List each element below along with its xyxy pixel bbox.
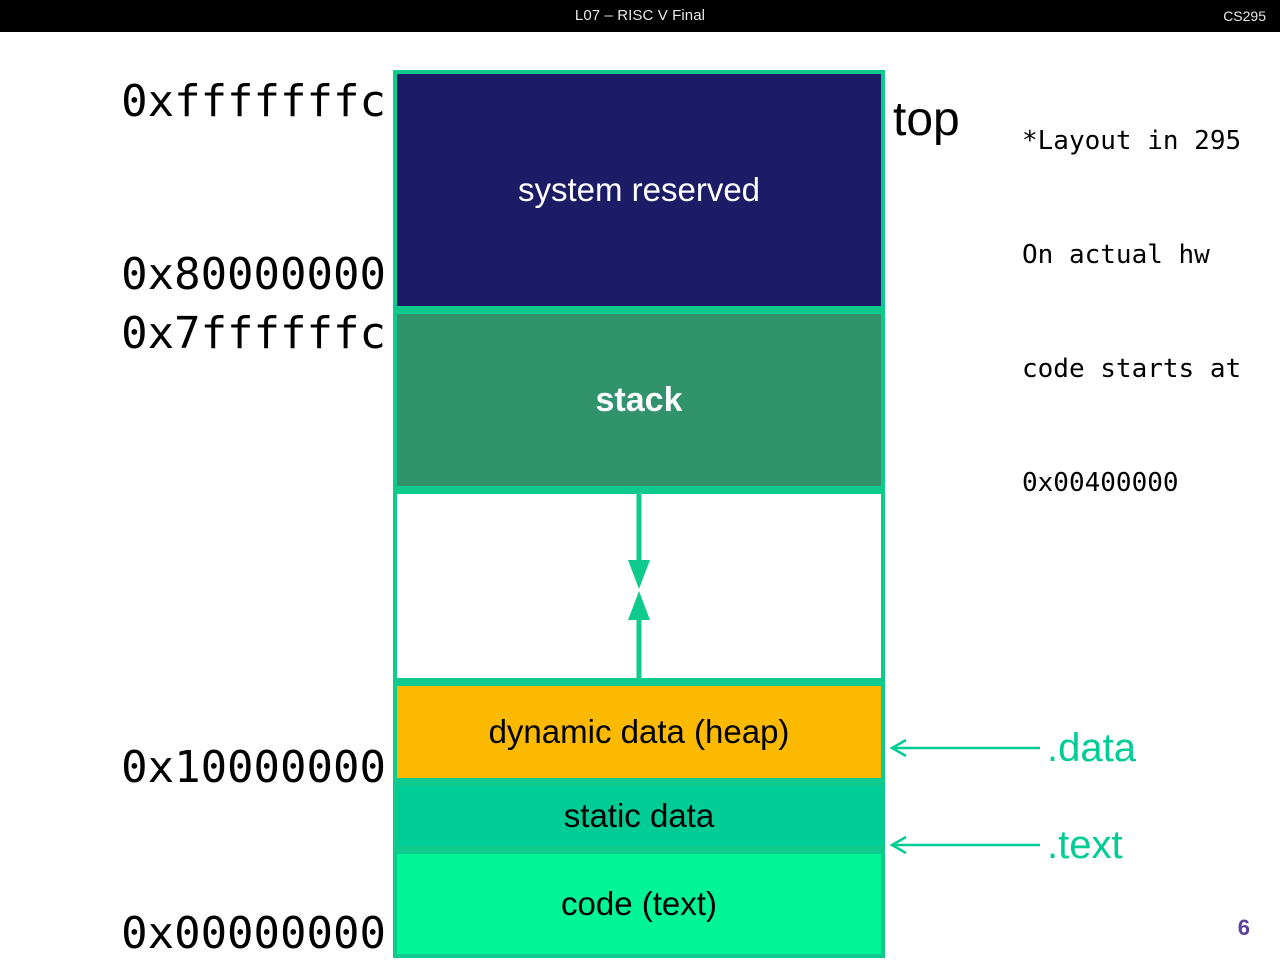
- slide-header-bar: L07 – RISC V Final CS295: [0, 0, 1280, 32]
- memory-block-dynamic-data-heap: dynamic data (heap): [393, 682, 885, 782]
- memory-block-code-text: code (text): [393, 850, 885, 958]
- stack-growth-down-arrow-icon: [628, 492, 650, 589]
- memory-block-stack: stack: [393, 310, 885, 490]
- memory-layout-diagram: system reserved stack dynamic data (heap…: [393, 70, 885, 958]
- heap-growth-up-arrow-icon: [628, 591, 650, 688]
- memory-block-system-reserved: system reserved: [393, 70, 885, 310]
- footnote-line-3: code starts at: [1022, 354, 1242, 384]
- slide-number: 6: [1237, 915, 1250, 940]
- footnote-line-2: On actual hw: [1022, 240, 1210, 270]
- address-label-system-bottom: 0x80000000: [121, 249, 386, 300]
- memory-block-static-data: static data: [393, 782, 885, 850]
- address-label-stack-top: 0x7ffffffc: [121, 308, 386, 359]
- address-label-top-of-memory: 0xfffffffc: [121, 76, 386, 127]
- callout-left-arrow-icon: [889, 835, 1040, 855]
- slide-header-course-code: CS295: [1223, 8, 1266, 24]
- footnote-line-4: 0x00400000: [1022, 468, 1179, 498]
- memory-block-free-gap: [393, 490, 885, 688]
- callout-text-label: .text: [1047, 823, 1123, 867]
- address-label-memory-zero: 0x00000000: [121, 908, 386, 959]
- layout-footnote: *Layout in 295 On actual hw code starts …: [1022, 46, 1280, 578]
- top-of-memory-label: top: [893, 93, 960, 146]
- address-label-static-data-base: 0x10000000: [121, 742, 386, 793]
- callout-left-arrow-icon: [889, 738, 1040, 758]
- callout-data-label: .data: [1047, 726, 1136, 770]
- footnote-line-1: *Layout in 295: [1022, 126, 1242, 156]
- slide-header-title: L07 – RISC V Final: [574, 7, 706, 24]
